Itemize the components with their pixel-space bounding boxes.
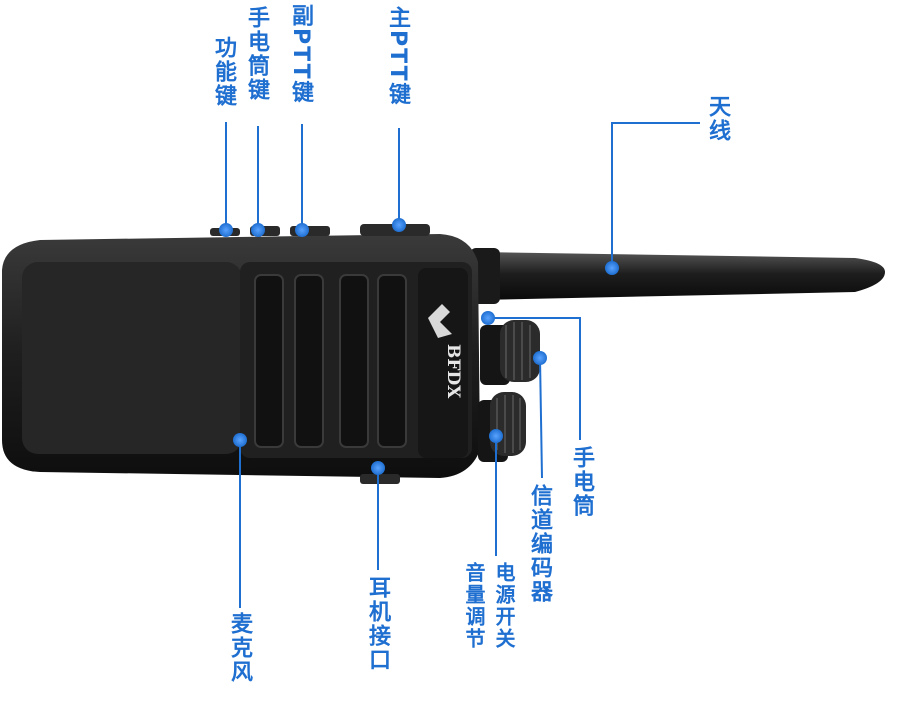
battery-panel: [22, 262, 242, 454]
radio-body: BFDX: [2, 224, 480, 484]
microphone-label: 麦克风: [227, 612, 252, 684]
antenna-marker: [605, 261, 619, 275]
channel-encoder-label: 信道编码器: [527, 484, 552, 604]
volume-knob: [478, 392, 526, 462]
function-key-label: 功能键: [211, 36, 236, 108]
antenna-label: 天线: [705, 95, 730, 143]
sub-ptt-marker: [295, 223, 309, 237]
channel-encoder-marker: [533, 351, 547, 365]
flashlight-key-label: 手电筒键: [244, 6, 269, 102]
main-ptt-marker: [392, 218, 406, 232]
flashlight-key-marker: [251, 223, 265, 237]
channel-knob: [480, 320, 540, 385]
microphone-marker: [233, 433, 247, 447]
flashlight-marker: [481, 311, 495, 325]
sub-ptt-label: 副PTT键: [288, 4, 313, 105]
main-ptt-label: 主PTT键: [385, 6, 410, 107]
callout-lines: [225, 122, 700, 608]
volume-adjust-label: 音量调节: [462, 562, 486, 650]
callout-dots: [219, 218, 619, 475]
brand-name: BFDX: [443, 344, 463, 399]
flashlight-label: 手电筒: [569, 446, 594, 518]
power-switch-label: 电源开关: [492, 562, 516, 650]
power-volume-marker: [489, 429, 503, 443]
earphone-jack-marker: [371, 461, 385, 475]
antenna: [470, 248, 885, 304]
earphone-jack-label: 耳机接口: [365, 576, 390, 672]
function-key-marker: [219, 223, 233, 237]
brand-logo: BFDX: [428, 304, 463, 399]
